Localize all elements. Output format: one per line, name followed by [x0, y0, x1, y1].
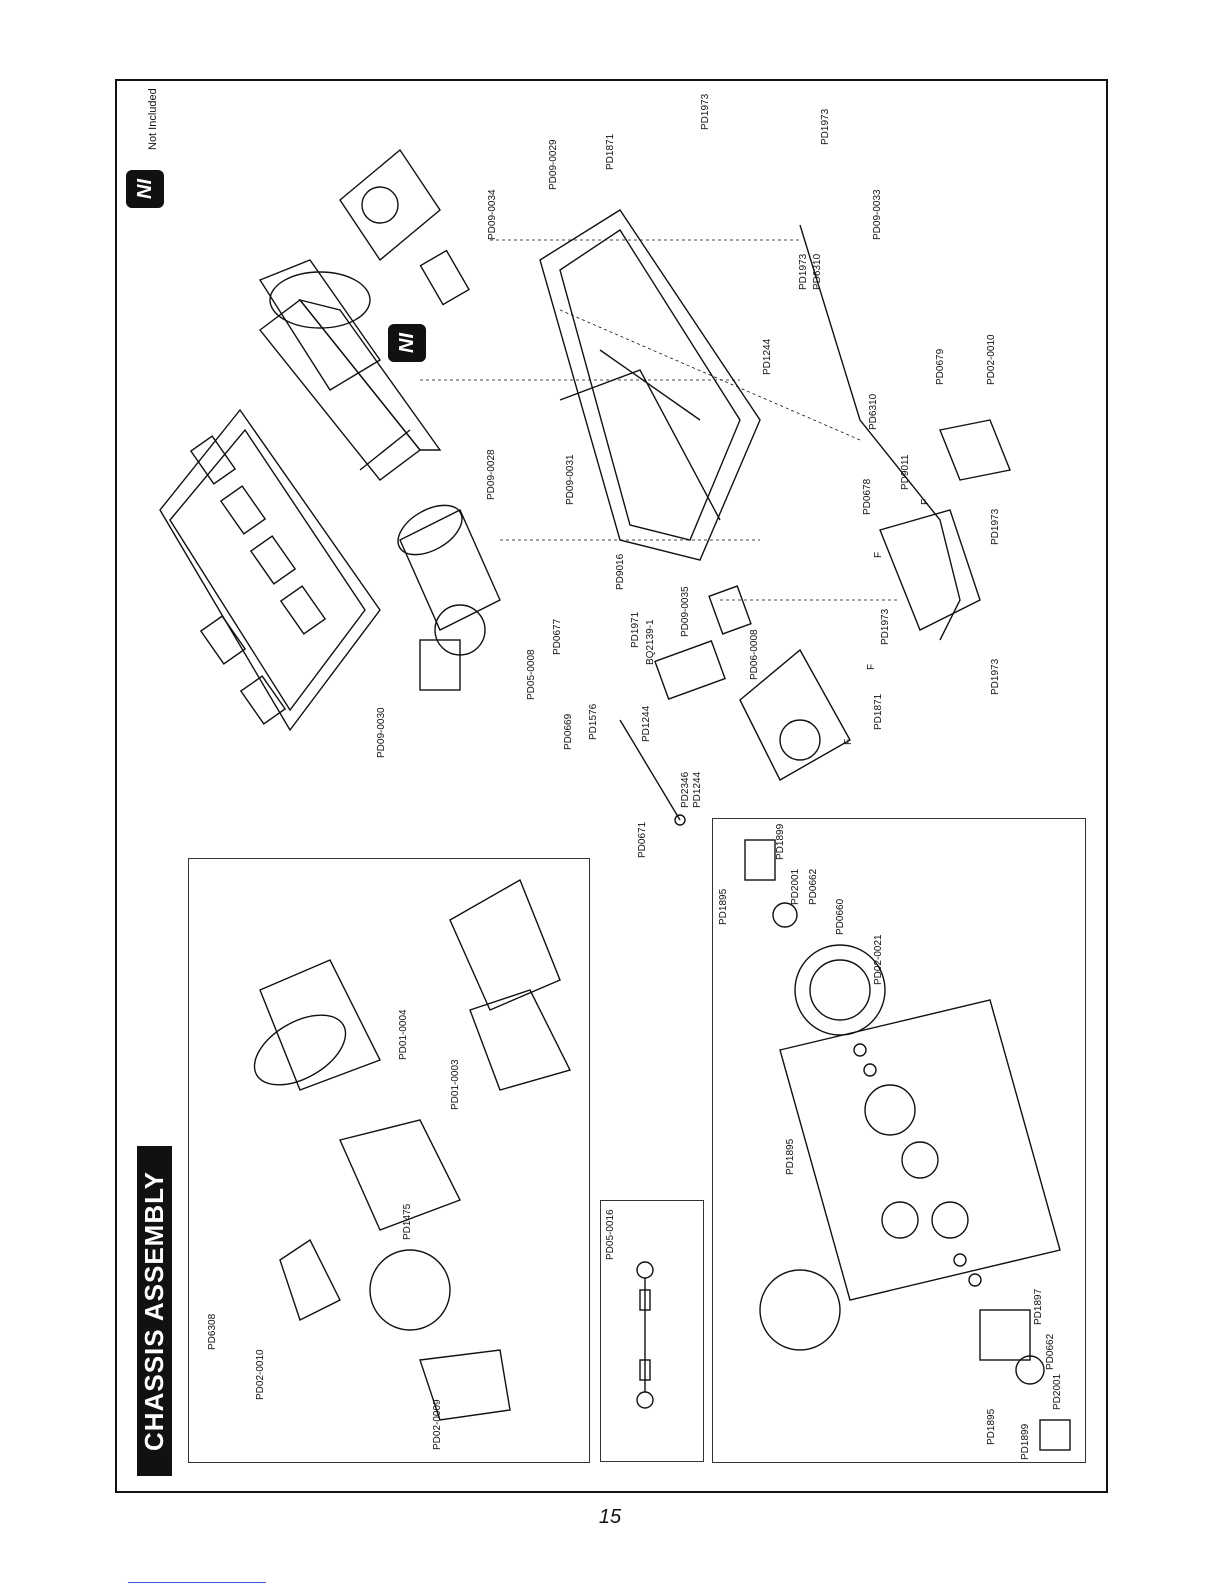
part-label: PD6310 — [868, 393, 879, 430]
part-label: PD0669 — [563, 713, 574, 750]
motor-box-label: PD1475 — [402, 1203, 413, 1240]
part-label: PD1576 — [588, 703, 599, 740]
diff-box-label: PD1895 — [718, 888, 729, 925]
turnbuckle-drawing — [636, 1261, 654, 1409]
motor-main-view — [397, 504, 501, 691]
chassis-brace-plate — [799, 224, 1011, 641]
front-marker: F — [866, 663, 877, 670]
diff-box-label: PD1895 — [986, 1408, 997, 1445]
part-label: PD09-0028 — [486, 449, 497, 500]
part-label: PD1871 — [873, 693, 884, 730]
diff-box-label: PD1899 — [775, 823, 786, 860]
footer-link-underline[interactable] — [128, 1582, 266, 1583]
diff-box-label: PD0662 — [1045, 1333, 1056, 1370]
part-label: PD1973 — [700, 93, 711, 130]
differential-detail-box — [712, 818, 1086, 1463]
part-label: PD09-0034 — [487, 189, 498, 240]
motor-box-label: PD01-0004 — [398, 1009, 409, 1060]
part-label: PD1871 — [605, 133, 616, 170]
part-label: PD0678 — [862, 478, 873, 515]
front-marker: F — [873, 551, 884, 558]
steering-link — [619, 719, 686, 826]
motor-mount-drawing — [253, 259, 572, 1421]
part-label: PD1971 — [630, 611, 641, 648]
servo — [654, 585, 752, 700]
front-marker: F — [843, 738, 854, 745]
diff-box-label: PD2001 — [1052, 1373, 1063, 1410]
battery — [259, 298, 442, 481]
front-marker: F — [920, 498, 931, 505]
gearbox-assembly — [739, 648, 851, 781]
motor-box-label: PD02-0009 — [432, 1399, 443, 1450]
page-number: 15 — [598, 1506, 622, 1528]
part-label: PD02-0010 — [986, 334, 997, 385]
part-label: PD09-0031 — [565, 454, 576, 505]
part-label: PD6310 — [812, 253, 823, 290]
part-label: PD09-0029 — [548, 139, 559, 190]
differential-drawing — [744, 839, 1071, 1451]
motor-mount-detail-box — [188, 858, 590, 1463]
main-chassis — [539, 209, 761, 561]
motor-box-label: PD02-0010 — [255, 1349, 266, 1400]
part-label: PD1973 — [820, 108, 831, 145]
part-label: PD1973 — [990, 658, 1001, 695]
part-label: BQ2139-1 — [645, 619, 656, 665]
part-label: PD1973 — [880, 608, 891, 645]
diff-box-label: PD1895 — [785, 1138, 796, 1175]
part-label: PD1244 — [692, 771, 703, 808]
part-label: PD0679 — [935, 348, 946, 385]
part-label: PD09-0035 — [680, 586, 691, 637]
diff-box-label: PD0660 — [835, 898, 846, 935]
part-label: PD9011 — [900, 454, 911, 490]
motor-box-label: PD6308 — [207, 1313, 218, 1350]
page-frame — [115, 79, 1108, 1493]
part-label: PD9016 — [615, 553, 626, 590]
diff-box-label: PD02-0021 — [873, 934, 884, 985]
part-label: PD05-0008 — [526, 649, 537, 700]
part-label: PD1244 — [641, 705, 652, 742]
link-box-label: PD05-0016 — [605, 1209, 616, 1260]
battery-tray — [159, 408, 381, 732]
diff-box-label: PD0662 — [808, 868, 819, 905]
diff-box-label: PD2001 — [790, 868, 801, 905]
diff-box-label: PD1899 — [1020, 1423, 1031, 1460]
part-label: PD06-0008 — [749, 629, 760, 680]
part-label: PD0671 — [637, 821, 648, 858]
part-label: PD09-0033 — [872, 189, 883, 240]
steering-link-detail-box — [600, 1200, 704, 1462]
part-label: PD09-0030 — [376, 707, 387, 758]
esc-unit — [339, 148, 470, 306]
part-label: PD2346 — [680, 771, 691, 808]
diff-box-label: PD1897 — [1033, 1288, 1044, 1325]
part-label: PD0677 — [552, 618, 563, 655]
part-label: PD1973 — [990, 508, 1001, 545]
part-label: PD1244 — [762, 338, 773, 375]
part-label: PD1973 — [798, 253, 809, 290]
motor-box-label: PD01-0003 — [450, 1059, 461, 1110]
